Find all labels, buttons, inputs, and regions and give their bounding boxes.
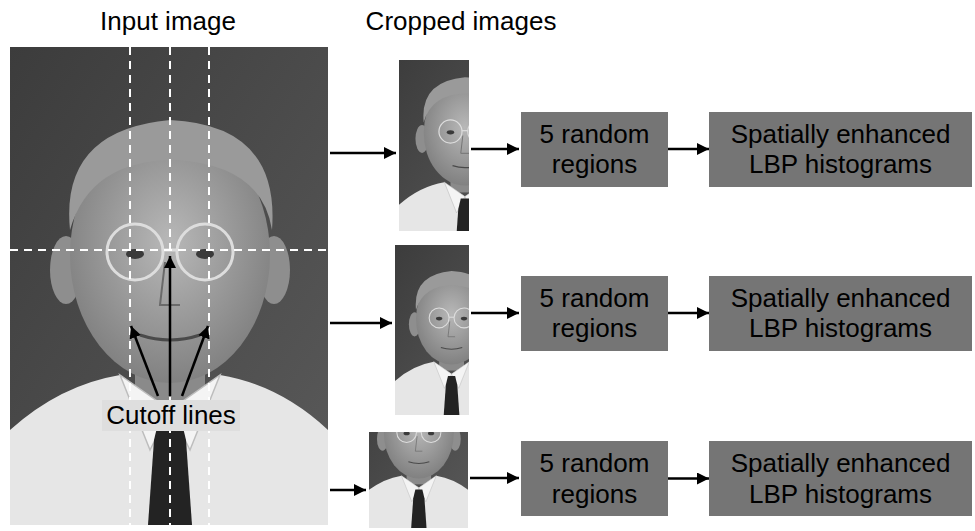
process-box: Spatially enhanced LBP histograms [709, 276, 972, 351]
process-box: 5 random regions [521, 276, 668, 351]
section-heading: Cropped images [366, 6, 557, 37]
cropped-image [395, 245, 508, 415]
box-text: 5 random regions [529, 283, 660, 344]
box-text: 5 random regions [529, 448, 660, 509]
box-text: Spatially enhanced LBP histograms [717, 448, 964, 509]
flow-arrows [330, 149, 519, 490]
process-box: Spatially enhanced LBP histograms [709, 112, 972, 187]
flow-arrow [668, 148, 709, 151]
cutoff-dashes [10, 47, 328, 525]
box-text: Spatially enhanced LBP histograms [717, 283, 964, 344]
cutoff-pointers [131, 256, 208, 396]
section-heading: Input image [100, 6, 236, 37]
box-text: 5 random regions [529, 119, 660, 180]
cropped-image [363, 361, 474, 528]
box-text: Spatially enhanced LBP histograms [717, 119, 964, 180]
cropped-image [399, 47, 530, 244]
process-box: 5 random regions [521, 441, 668, 516]
input-photo [10, 47, 328, 525]
flow-arrow [668, 312, 709, 315]
flow-arrow [668, 477, 709, 480]
callout-label: Cutoff lines [102, 400, 240, 431]
process-box: 5 random regions [521, 112, 668, 187]
process-box: Spatially enhanced LBP histograms [709, 441, 972, 516]
